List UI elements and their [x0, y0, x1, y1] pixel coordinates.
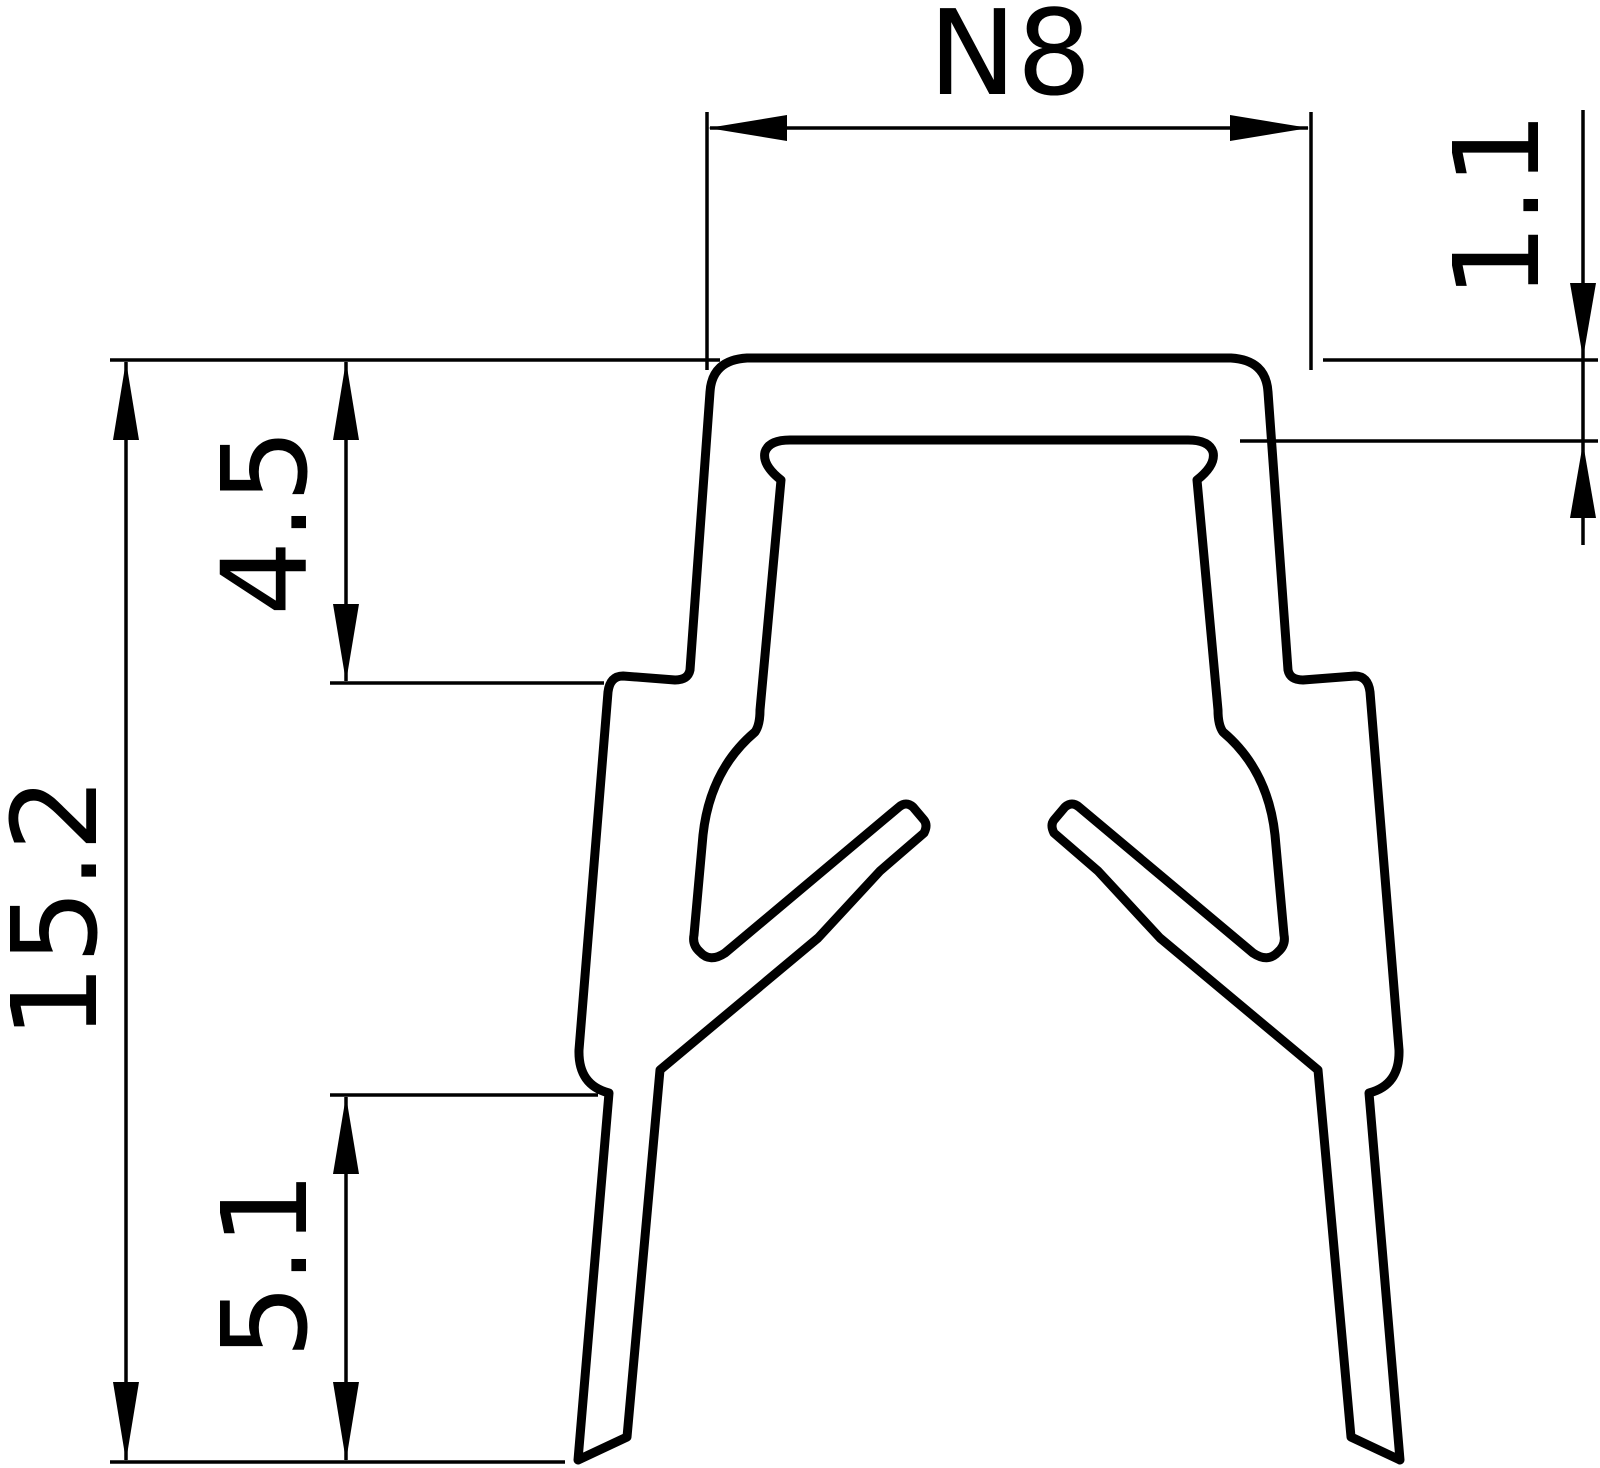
- dimension-label-upper-section: 4.5: [196, 428, 334, 616]
- profile-outline: [578, 358, 1400, 1460]
- dimension-lower-legs: 5.1: [196, 1093, 598, 1461]
- dimension-label-wall-thickness: 1.1: [1428, 111, 1566, 299]
- dimension-wall-thickness: 1.1: [1240, 110, 1598, 545]
- dimension-total-height: 15.2: [0, 358, 720, 1464]
- dimension-label-total-height: 15.2: [0, 777, 124, 1040]
- dimension-label-width: N8: [928, 0, 1091, 122]
- dimension-upper-section: 4.5: [196, 361, 604, 685]
- dimension-label-lower-legs: 5.1: [196, 1171, 334, 1359]
- dimension-width: N8: [705, 0, 1313, 370]
